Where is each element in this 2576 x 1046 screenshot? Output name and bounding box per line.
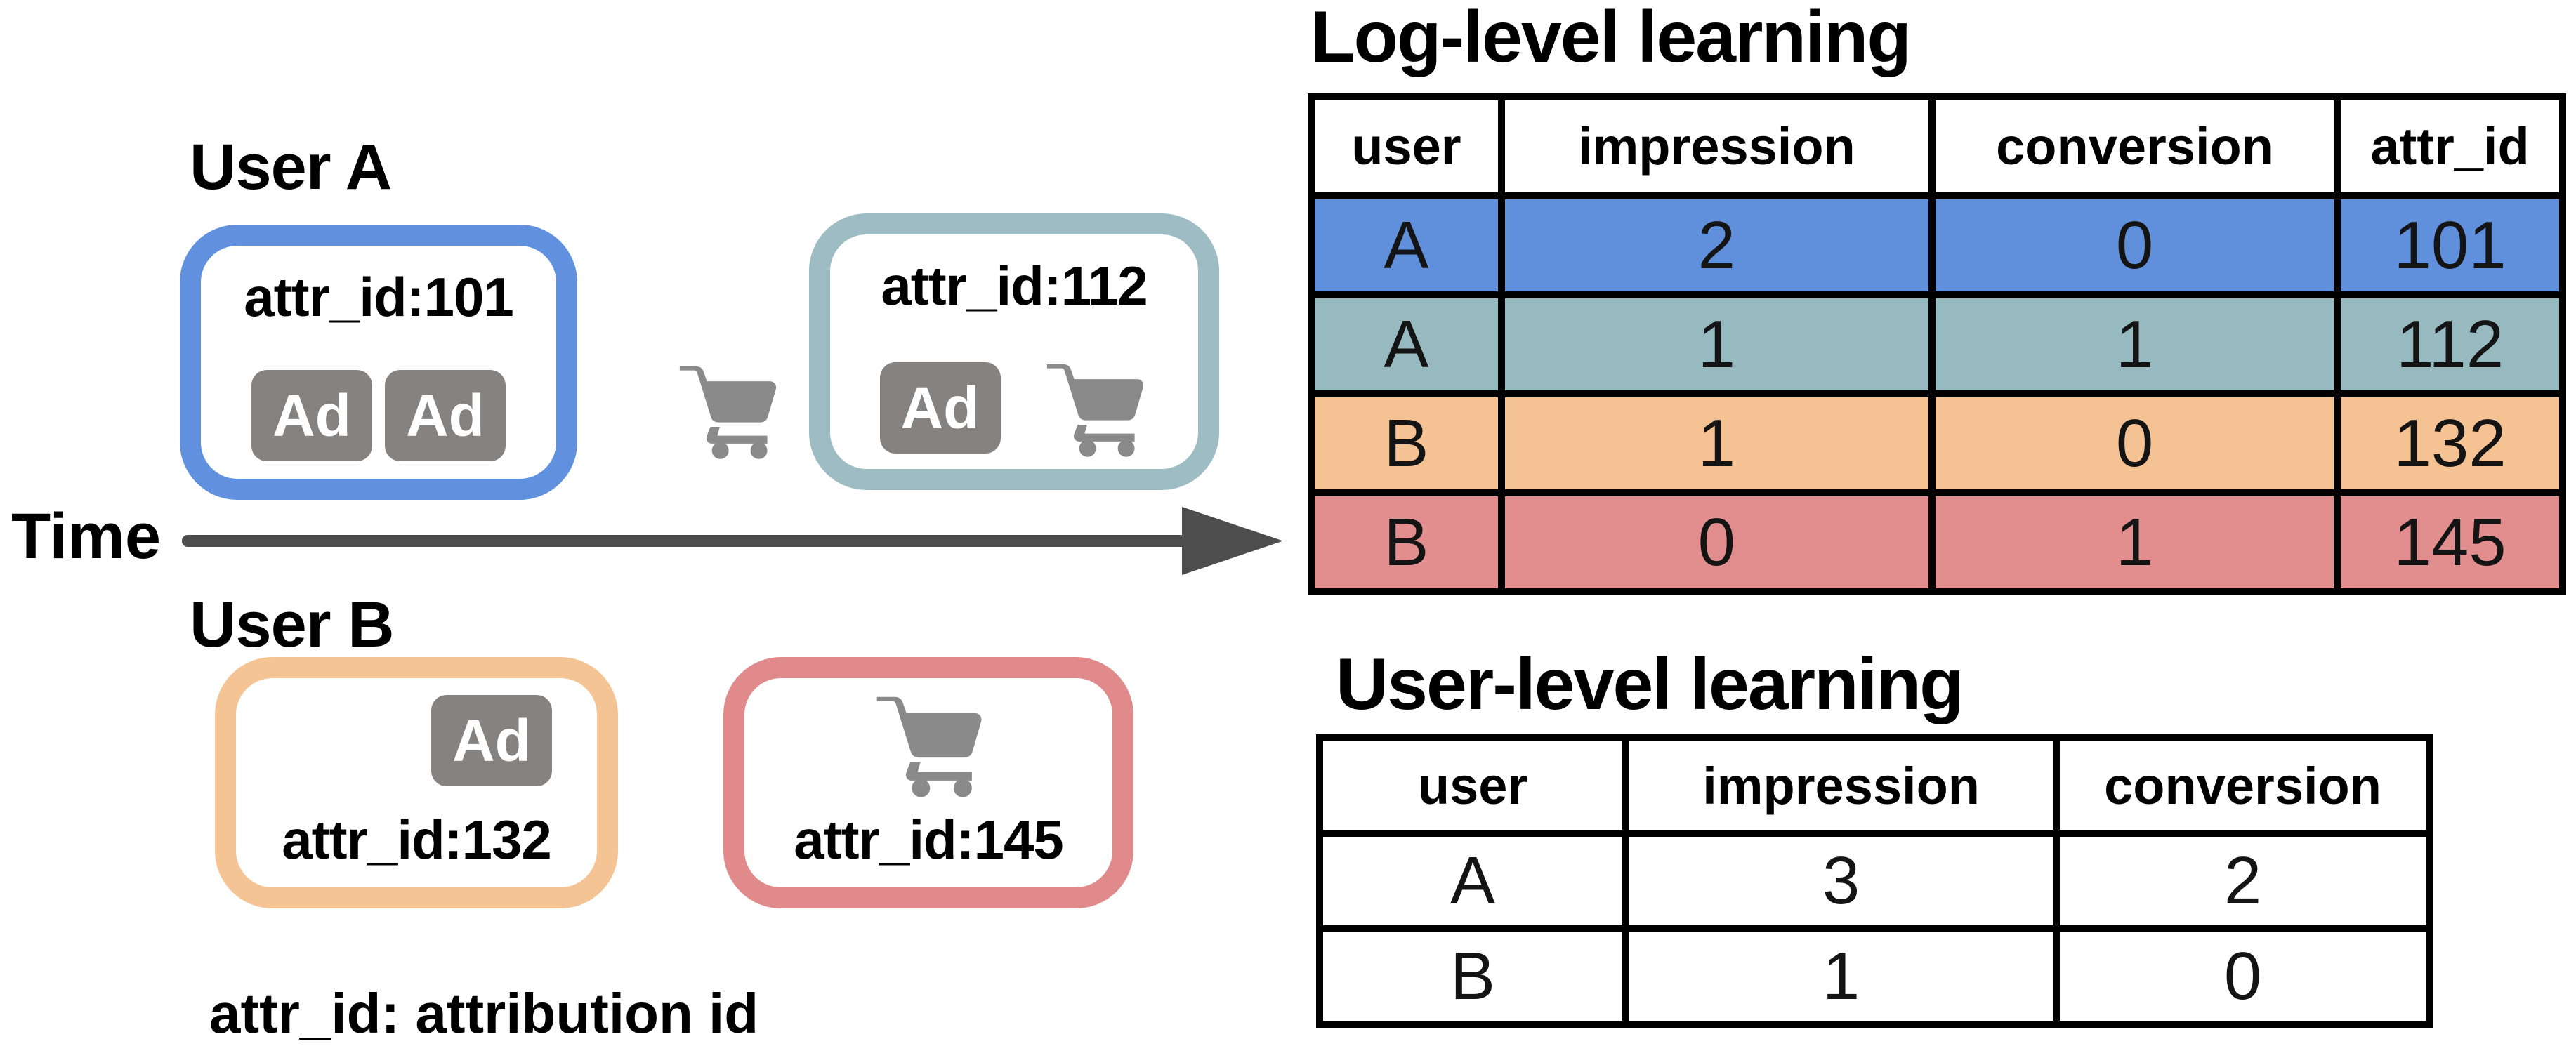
- table-row: A 3 2: [1315, 830, 2433, 932]
- attr-id-145-label: attr_id:145: [794, 809, 1063, 870]
- attr-id-132-label: attr_id:132: [282, 809, 551, 870]
- table-row: A 2 0 101: [1308, 192, 2566, 298]
- col-header-conversion: conversion: [1928, 93, 2341, 199]
- icons-row: Ad Ad: [251, 370, 506, 461]
- cell-user: B: [1308, 390, 1505, 496]
- log-level-title: Log-level learning: [1310, 0, 1912, 78]
- cell-impression: 2: [1497, 192, 1936, 298]
- cell-impression: 1: [1497, 291, 1936, 397]
- table-header-row: user impression conversion: [1315, 734, 2433, 837]
- table-row: B 1 0: [1315, 925, 2433, 1028]
- user-level-table: user impression conversion A 3 2 B 1 0: [1315, 734, 2433, 1028]
- cell-conversion: 0: [1928, 390, 2341, 496]
- ad-badge-icon: Ad: [251, 370, 372, 461]
- cell-conversion: 2: [2053, 830, 2433, 932]
- event-box-attr-145: attr_id:145: [723, 657, 1133, 908]
- cell-impression: 3: [1622, 830, 2061, 932]
- cell-conversion: 1: [1928, 291, 2341, 397]
- cell-user: A: [1308, 192, 1505, 298]
- cell-user: A: [1315, 830, 1630, 932]
- cell-attr-id: 132: [2334, 390, 2566, 496]
- cell-attr-id: 101: [2334, 192, 2566, 298]
- cart-icon: [1046, 364, 1143, 457]
- cart-icon: [876, 696, 982, 797]
- event-box-attr-101: attr_id:101 Ad Ad: [180, 225, 577, 500]
- col-header-impression: impression: [1497, 93, 1936, 199]
- cell-impression: 1: [1497, 390, 1936, 496]
- cell-user: B: [1315, 925, 1630, 1028]
- cell-conversion: 0: [2053, 925, 2433, 1028]
- user-b-label: User B: [190, 589, 395, 661]
- attr-id-112-label: attr_id:112: [881, 255, 1148, 317]
- cell-user: B: [1308, 489, 1505, 595]
- col-header-user: user: [1308, 93, 1505, 199]
- event-box-attr-132: Ad attr_id:132: [215, 657, 618, 908]
- ad-badge-icon: Ad: [879, 362, 1001, 454]
- log-level-table: user impression conversion attr_id A 2 0…: [1308, 93, 2566, 595]
- cell-conversion: 0: [1928, 192, 2341, 298]
- user-a-label: User A: [190, 131, 392, 203]
- cell-attr-id: 112: [2334, 291, 2566, 397]
- ad-badge-icon: Ad: [385, 370, 506, 461]
- table-row: A 1 1 112: [1308, 291, 2566, 397]
- cell-attr-id: 145: [2334, 489, 2566, 595]
- table-row: B 1 0 132: [1308, 390, 2566, 496]
- col-header-user: user: [1315, 734, 1630, 837]
- time-arrow: [182, 507, 1283, 575]
- icons-row: Ad: [879, 357, 1149, 458]
- cell-impression: 1: [1622, 925, 2061, 1028]
- col-header-attr-id: attr_id: [2334, 93, 2566, 199]
- table-header-row: user impression conversion attr_id: [1308, 93, 2566, 199]
- cell-user: A: [1308, 291, 1505, 397]
- cell-conversion: 1: [1928, 489, 2341, 595]
- attr-id-footnote: attr_id: attribution id: [209, 982, 759, 1045]
- user-level-title: User-level learning: [1336, 644, 1964, 725]
- event-box-attr-112: attr_id:112 Ad: [809, 213, 1219, 490]
- cell-impression: 0: [1497, 489, 1936, 595]
- attr-id-101-label: attr_id:101: [244, 266, 513, 328]
- cart-icon: [679, 366, 777, 459]
- time-axis-label: Time: [11, 501, 162, 572]
- ad-badge-icon: Ad: [431, 695, 552, 786]
- col-header-conversion: conversion: [2053, 734, 2433, 837]
- icons-row: Ad: [431, 695, 597, 786]
- table-row: B 0 1 145: [1308, 489, 2566, 595]
- col-header-impression: impression: [1622, 734, 2061, 837]
